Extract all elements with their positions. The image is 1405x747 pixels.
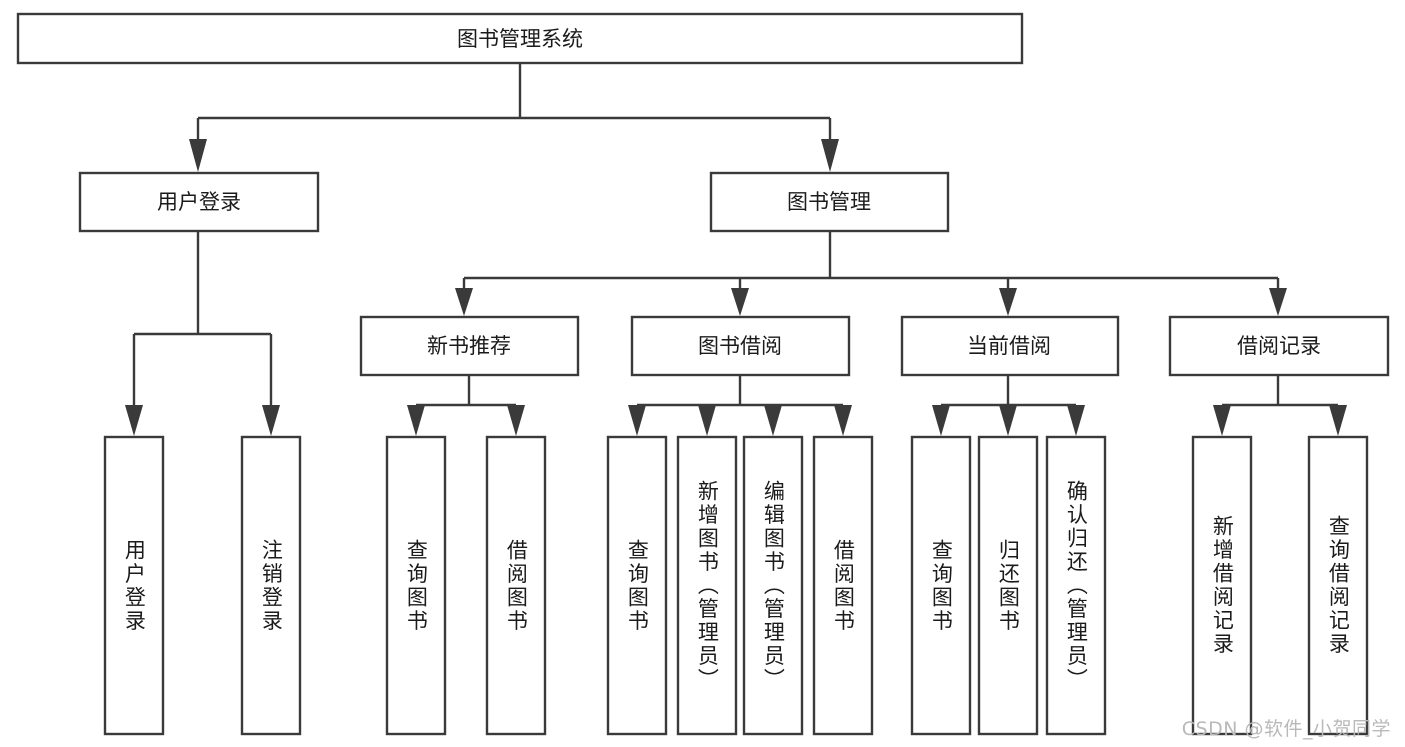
connector-group-borrow-record — [1213, 375, 1347, 436]
arrowhead-icon-cb-leaf-3 — [1067, 405, 1085, 436]
leaf-box-book-borrow-query[interactable] — [606, 435, 668, 736]
leaf-box-current-borrow-return[interactable] — [977, 435, 1039, 736]
connector-group-book-borrow — [628, 375, 852, 436]
node-root-book-management-system[interactable]: 图书管理系统 — [16, 12, 1024, 65]
arrowhead-icon-br-leaf-2 — [1329, 405, 1347, 436]
node-book-borrow-label: 图书借阅 — [698, 334, 782, 358]
node-book-management[interactable]: 图书管理 — [709, 171, 950, 233]
node-new-book-recommend-label: 新书推荐 — [427, 334, 511, 358]
leaf-box-user-login-logout[interactable] — [240, 435, 302, 736]
node-current-borrow[interactable]: 当前借阅 — [900, 315, 1120, 377]
arrowhead-icon-nb-leaf-2 — [507, 405, 525, 436]
node-user-login[interactable]: 用户登录 — [78, 171, 320, 233]
arrowhead-icon-new-book — [455, 288, 473, 316]
node-current-borrow-box[interactable] — [900, 315, 1120, 377]
node-book-management-label: 图书管理 — [787, 190, 871, 214]
node-borrow-record[interactable]: 借阅记录 — [1168, 315, 1390, 377]
arrowhead-icon-bb-leaf-3 — [764, 405, 782, 436]
leaf-box-borrow-record-query[interactable] — [1307, 435, 1369, 736]
arrowhead-icon-br-leaf-1 — [1213, 405, 1231, 436]
connector-group-root — [189, 63, 839, 172]
connector-group-book-manage — [455, 231, 1287, 316]
arrowhead-icon-user-login — [189, 139, 207, 172]
arrowhead-icon-cb-leaf-2 — [999, 405, 1017, 436]
leaf-box-book-borrow-add[interactable] — [676, 435, 738, 736]
leaf-box-book-borrow-edit[interactable] — [742, 435, 804, 736]
node-current-borrow-label: 当前借阅 — [967, 334, 1051, 358]
node-root-box[interactable] — [16, 12, 1024, 65]
leaf-box-current-borrow-confirm[interactable] — [1045, 435, 1107, 736]
arrowhead-icon-borrow-record — [1269, 288, 1287, 316]
leaf-box-borrow-record-add[interactable] — [1191, 435, 1253, 736]
leaf-box-new-book-query[interactable] — [385, 435, 447, 736]
csdn-watermark: CSDN @软件_小贺同学 — [1181, 718, 1391, 740]
arrowhead-icon-current-borrow — [999, 288, 1017, 316]
arrowhead-icon-book-borrow — [731, 288, 749, 316]
arrowhead-icon-book-manage — [821, 139, 839, 172]
leaf-box-new-book-borrow[interactable] — [485, 435, 547, 736]
leaf-box-user-login-login[interactable] — [103, 435, 165, 736]
connector-group-current-borrow — [932, 375, 1085, 436]
node-borrow-record-label: 借阅记录 — [1237, 334, 1321, 358]
node-book-borrow[interactable]: 图书借阅 — [630, 315, 851, 377]
node-book-management-box[interactable] — [709, 171, 950, 233]
arrowhead-icon-cb-leaf-1 — [932, 405, 950, 436]
node-book-borrow-box[interactable] — [630, 315, 851, 377]
arrowhead-icon-nb-leaf-1 — [407, 405, 425, 436]
node-new-book-recommend-box[interactable] — [359, 315, 580, 377]
node-user-login-box[interactable] — [78, 171, 320, 233]
connector-group-user-login — [125, 231, 280, 436]
arrowhead-icon-bb-leaf-2 — [698, 405, 716, 436]
leaf-box-book-borrow-borrow[interactable] — [812, 435, 874, 736]
arrowhead-icon-ul-leaf-1 — [125, 405, 143, 436]
node-borrow-record-box[interactable] — [1168, 315, 1390, 377]
node-user-login-label: 用户登录 — [157, 190, 241, 214]
connector-group-new-book — [407, 375, 525, 436]
node-root-label: 图书管理系统 — [457, 27, 583, 51]
node-new-book-recommend[interactable]: 新书推荐 — [359, 315, 580, 377]
arrowhead-icon-bb-leaf-1 — [628, 405, 646, 436]
arrowhead-icon-bb-leaf-4 — [834, 405, 852, 436]
arrowhead-icon-ul-leaf-2 — [262, 405, 280, 436]
leaf-box-current-borrow-query[interactable] — [910, 435, 972, 736]
